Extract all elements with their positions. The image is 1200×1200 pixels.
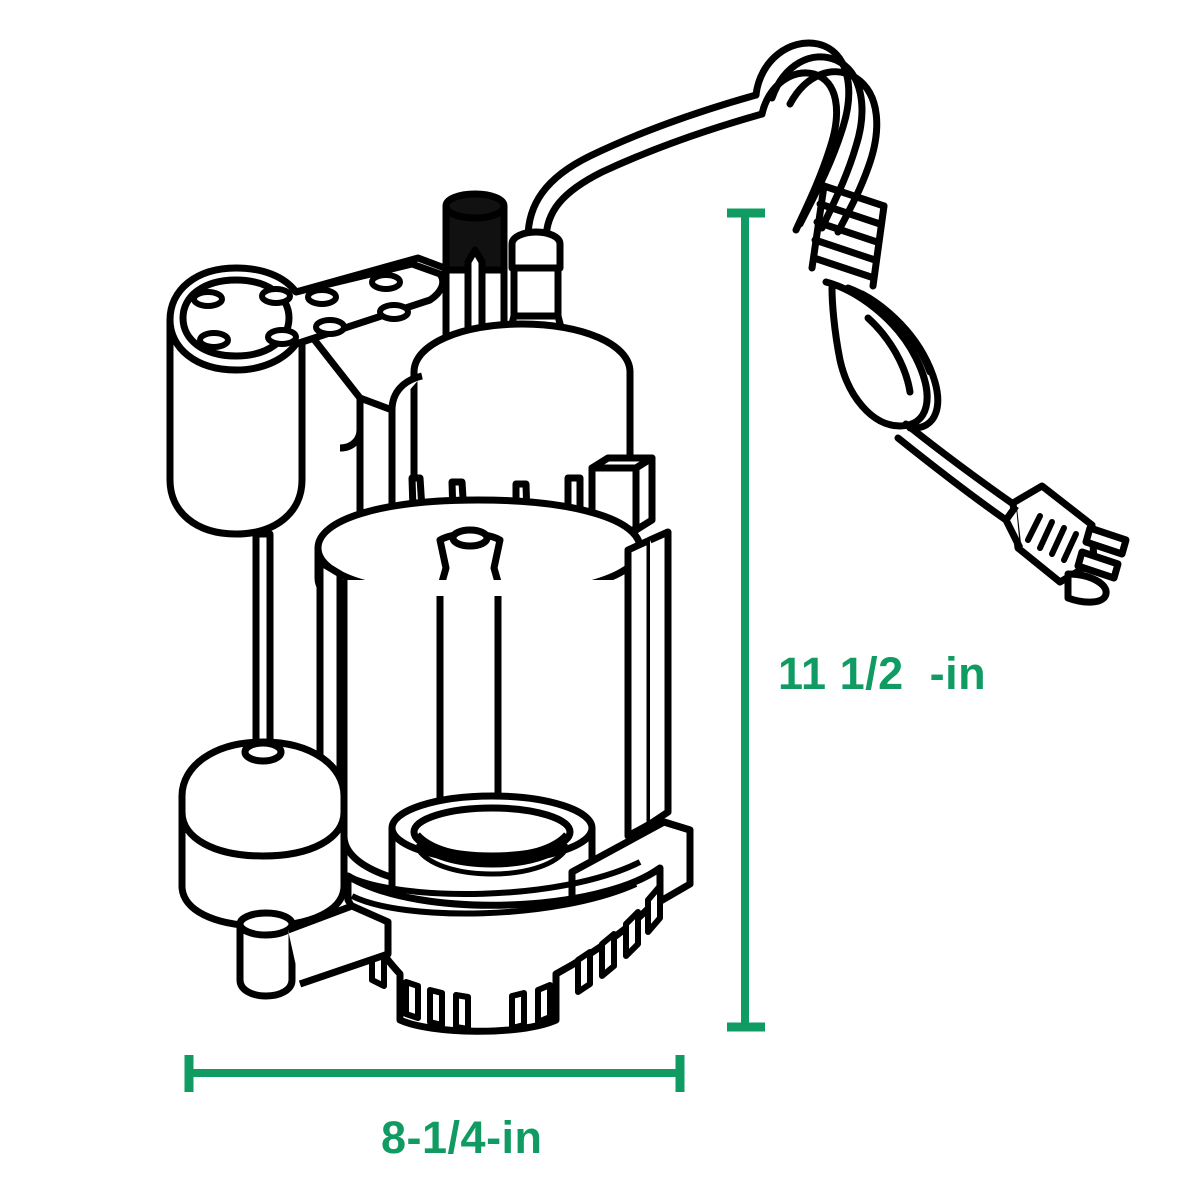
cord-tie-wrap-3 <box>813 218 881 246</box>
cord-loop-7 <box>864 314 914 396</box>
vent-cap-rim <box>442 205 508 222</box>
screw-boss-2 <box>197 330 231 350</box>
cord-tie-wrap-2 <box>816 200 884 228</box>
cord-tie-wrap-5 <box>810 254 878 282</box>
strain-relief-body <box>510 264 562 320</box>
screw-boss-6 <box>313 317 347 337</box>
thread-1 <box>416 832 568 859</box>
power-cord <box>524 39 1020 524</box>
width-dimension-label: 8-1/4-in <box>381 1112 543 1163</box>
plug-neck <box>1002 503 1024 550</box>
float-housing-screws <box>191 272 411 350</box>
cord-loop-3 <box>786 68 881 236</box>
cord-tie-wrap-4 <box>811 236 879 264</box>
float-body-lower <box>178 812 348 930</box>
float-ball <box>178 738 348 930</box>
screen-slot-2 <box>427 987 445 1028</box>
discharge-threads <box>416 832 568 877</box>
plug-rib-3 <box>1049 525 1067 557</box>
plug-rib-1 <box>1025 513 1043 543</box>
cord-tail-inner <box>894 434 1010 524</box>
capacitor-box-side <box>632 454 656 534</box>
cord-arc-outer <box>524 91 760 242</box>
float-rod <box>252 530 274 764</box>
screen-slot-1 <box>403 979 421 1021</box>
screw-boss-1 <box>191 289 225 309</box>
detail-line-2 <box>350 881 638 917</box>
flange-hub-bolt <box>449 526 491 550</box>
cord-tail-outer <box>902 420 1020 510</box>
float-rod-collar <box>241 739 285 765</box>
screen-slot-5 <box>535 982 553 1025</box>
plug-rib-4 <box>1061 531 1079 563</box>
plug-prong-flat-1 <box>1082 524 1130 558</box>
frame-rail-right-2 <box>648 528 672 827</box>
screen-slot-7 <box>599 931 617 979</box>
screen-slot-4 <box>509 990 527 1031</box>
screw-boss-7 <box>369 272 403 292</box>
screen-slot-8 <box>623 909 641 959</box>
float-housing-top-plate <box>166 260 447 374</box>
screen-slot-3 <box>453 992 471 1032</box>
cord-loop-6 <box>858 290 934 376</box>
float-housing-side <box>166 316 306 538</box>
screw-boss-4 <box>265 327 299 347</box>
thread-3 <box>418 850 566 877</box>
cord-tie-wrap-1 <box>820 182 888 210</box>
cord-tie-band-left <box>808 182 828 272</box>
float-waist-line <box>178 811 348 860</box>
plug-prong-ground <box>1064 570 1110 606</box>
support-arm-left <box>286 902 392 988</box>
plug-prongs <box>1064 524 1130 606</box>
detail-line-1 <box>346 859 642 898</box>
screw-boss-5 <box>305 287 339 307</box>
capacitor-box <box>588 454 656 534</box>
dimension-width <box>184 1055 685 1092</box>
screen-slot-9 <box>645 883 663 935</box>
cord-tie-band-right <box>869 202 888 290</box>
cord-arc-inner <box>542 110 766 244</box>
intake-screen-base <box>369 883 663 1032</box>
screw-boss-3 <box>259 286 293 306</box>
dimension-height <box>727 208 765 1032</box>
float-rod-shaft <box>252 530 274 764</box>
support-foot-left-top <box>236 909 296 939</box>
plug-prong-flat-2 <box>1074 548 1122 582</box>
support-feet <box>236 902 392 1000</box>
thread-2 <box>416 841 568 868</box>
height-dimension-label: 11 1/2 -in <box>778 648 987 699</box>
frame-rail-right <box>624 536 654 840</box>
screw-boss-8 <box>377 302 411 322</box>
base-plate <box>344 818 694 1035</box>
float-switch-housing <box>166 254 454 538</box>
support-foot-left <box>236 924 296 1000</box>
body-detail-lines <box>346 859 642 917</box>
motor-bracket-arm <box>388 372 423 411</box>
strain-relief-collar <box>508 228 564 272</box>
plug-grip-ribs <box>1025 513 1079 563</box>
plug-rib-2 <box>1037 519 1055 551</box>
base-rail-right-foot <box>662 818 692 834</box>
screen-slot-6 <box>575 949 593 995</box>
